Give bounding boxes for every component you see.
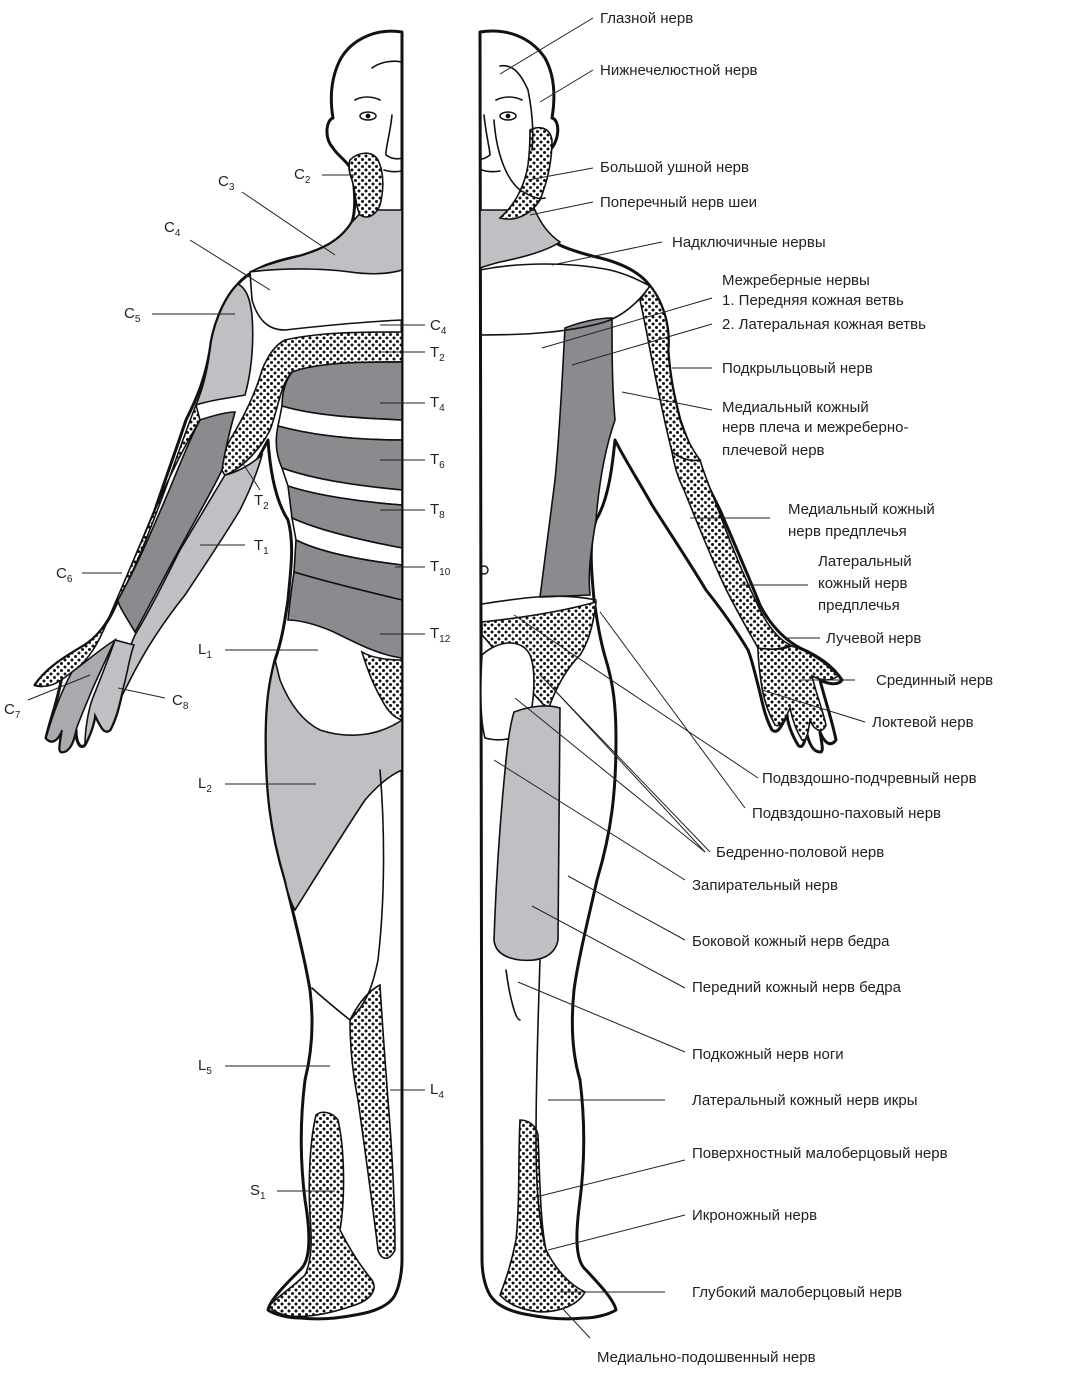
nerve-label-intercostal-lateral: 2. Латеральная кожная ветвь [722, 316, 926, 333]
nerve-label-great-auricular: Большой ушной нерв [600, 159, 749, 176]
segment-label-t2-chest: T2 [430, 344, 445, 364]
nerve-label-medial-arm-2: нерв плеча и межреберно- [722, 419, 908, 436]
nerve-label-medial-forearm-2: нерв предплечья [788, 523, 907, 540]
nerve-label-medial-arm-1: Медиальный кожный [722, 399, 869, 416]
segment-label-t10: T10 [430, 558, 451, 578]
segment-label-c8: C8 [172, 692, 189, 712]
nerve-label-superficial-peroneal: Поверхностный малоберцовый нерв [692, 1145, 948, 1162]
segment-label-c4-upper: C4 [164, 219, 181, 239]
nerve-label-saphenous: Подкожный нерв ноги [692, 1046, 844, 1063]
segment-label-l2: L2 [198, 775, 212, 795]
nerve-label-medial-plantar: Медиально-подошвенный нерв [597, 1349, 816, 1366]
nerve-label-ulnar: Локтевой нерв [872, 714, 974, 731]
segment-label-t4: T4 [430, 394, 445, 414]
nerve-label-ilioinguinal: Подвздошно-паховый нерв [752, 805, 941, 822]
segment-label-c4-chest: C4 [430, 317, 447, 337]
nerve-label-ophthalmic: Глазной нерв [600, 10, 693, 27]
nerve-label-lateral-forearm-3: предплечья [818, 597, 900, 614]
segment-label-l4: L4 [430, 1081, 444, 1101]
nerve-label-transverse-cervical: Поперечный нерв шеи [600, 194, 757, 211]
right-body-half [480, 31, 842, 1319]
segment-label-t6: T6 [430, 451, 445, 471]
segment-label-t8: T8 [430, 501, 445, 521]
segment-label-c6: C6 [56, 565, 73, 585]
nerve-label-radial: Лучевой нерв [826, 630, 921, 647]
nerve-label-iliohypogastric: Подвздошно-подчревный нерв [762, 770, 977, 787]
nerve-label-supraclavicular: Надключичные нервы [672, 234, 826, 251]
nerve-label-intercostal: Межреберные нервы [722, 272, 870, 289]
nerve-label-intercostal-anterior: 1. Передняя кожная ветвь [722, 292, 904, 309]
segment-label-c3: C3 [218, 173, 235, 193]
nerve-label-median: Срединный нерв [876, 672, 993, 689]
nerve-label-sural: Икроножный нерв [692, 1207, 817, 1224]
left-c5-region [196, 284, 253, 405]
nerve-label-lateral-forearm-1: Латеральный [818, 553, 912, 570]
leader-lines [28, 18, 865, 1338]
segment-label-l1: L1 [198, 641, 212, 661]
left-c3-region [250, 210, 402, 274]
nerve-label-lateral-calf: Латеральный кожный нерв икры [692, 1092, 917, 1109]
nerve-label-lateral-forearm-2: кожный нерв [818, 575, 908, 592]
nerve-label-genitofemoral: Бедренно-половой нерв [716, 844, 884, 861]
segment-label-l5: L5 [198, 1057, 212, 1077]
segment-label-c5: C5 [124, 305, 141, 325]
nerve-label-medial-forearm-1: Медиальный кожный [788, 501, 935, 518]
segment-label-c7: C7 [4, 701, 21, 721]
nerve-label-mandibular: Нижнечелюстной нерв [600, 62, 758, 79]
segment-label-t1: T1 [254, 537, 269, 557]
segment-label-s1: S1 [250, 1182, 266, 1202]
nerve-label-lateral-thigh: Боковой кожный нерв бедра [692, 933, 890, 950]
nerve-label-obturator: Запирательный нерв [692, 877, 838, 894]
nerve-label-anterior-thigh: Передний кожный нерв бедра [692, 979, 902, 996]
right-pupil [506, 114, 511, 119]
left-body-half [35, 31, 402, 1319]
segment-label-t12: T12 [430, 625, 451, 645]
segment-label-t2-arm: T2 [254, 492, 269, 512]
nerve-label-axillary: Подкрыльцовый нерв [722, 360, 873, 377]
left-pupil [366, 114, 371, 119]
nerve-label-medial-arm-3: плечевой нерв [722, 442, 825, 459]
nerve-label-deep-peroneal: Глубокий малоберцовый нерв [692, 1284, 902, 1301]
segment-label-c2: C2 [294, 166, 311, 186]
left-c4-upper [250, 269, 402, 330]
